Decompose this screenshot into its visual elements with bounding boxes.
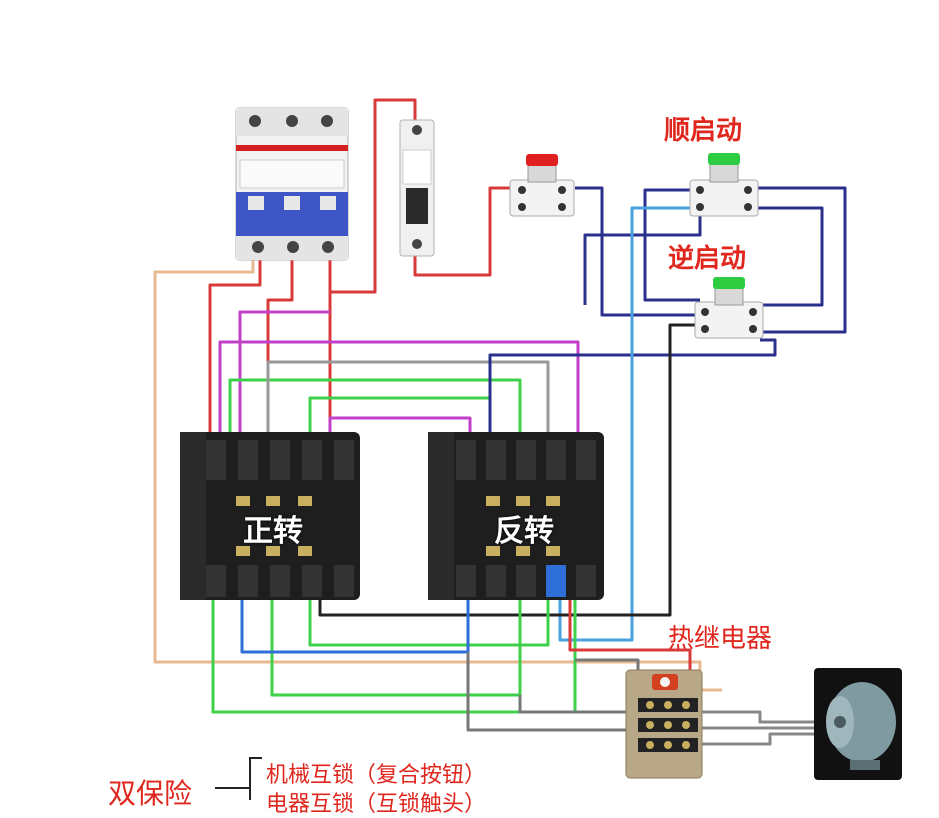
double-protection-label: 双保险	[108, 777, 193, 810]
wire-red-l1	[208, 260, 262, 438]
wire-black	[318, 323, 700, 617]
thermal-relay	[625, 669, 703, 779]
wire-navy-2	[755, 186, 847, 334]
wire-gray-relay-1	[466, 652, 638, 732]
reverse-contactor-label: 反转	[494, 514, 554, 549]
wire-navy-5	[488, 338, 777, 438]
reverse-start-label: 逆启动	[668, 244, 747, 274]
wire-motor-3	[700, 732, 830, 746]
main-breaker	[235, 107, 349, 261]
wire-navy-6	[583, 205, 702, 305]
wire-green-down-3	[308, 600, 550, 647]
reverse-start-button	[694, 277, 764, 339]
stop-button	[509, 154, 575, 217]
control-breaker	[399, 119, 435, 257]
wire-lightblue	[558, 206, 700, 642]
thermal-relay-label: 热继电器	[668, 624, 773, 654]
wire-gray	[266, 360, 550, 438]
reverse-contactor	[428, 432, 604, 600]
forward-contactor-label: 正转	[243, 514, 303, 549]
wire-red-l2	[266, 260, 294, 438]
forward-start-button	[689, 153, 759, 217]
wire-gray-relay-2	[518, 695, 638, 714]
wiring-diagram	[153, 98, 902, 800]
wire-purple-1	[238, 310, 330, 438]
mechanical-interlock-label: 机械互锁（复合按钮）	[266, 763, 487, 788]
interlock-bracket	[215, 757, 262, 800]
wire-blue-down	[240, 600, 470, 654]
wire-red-control	[330, 98, 417, 294]
wire-navy-1	[575, 186, 700, 317]
wire-green-down-2	[270, 600, 522, 697]
electrical-interlock-label: 电器互锁（互锁触头）	[266, 792, 487, 817]
wire-green-down-1	[211, 600, 577, 714]
wire-red-relay	[568, 600, 692, 672]
forward-contactor	[180, 432, 360, 600]
wire-purple-2	[218, 340, 580, 438]
wire-purple-3	[328, 416, 472, 438]
wires	[153, 98, 847, 746]
wire-green-up-1	[228, 378, 522, 438]
wire-red-stop	[413, 186, 525, 277]
forward-start-label: 顺启动	[664, 116, 743, 146]
motor	[814, 668, 902, 780]
wire-navy-4	[643, 188, 700, 302]
wire-motor-1	[700, 710, 830, 724]
wire-navy-3	[755, 206, 824, 307]
